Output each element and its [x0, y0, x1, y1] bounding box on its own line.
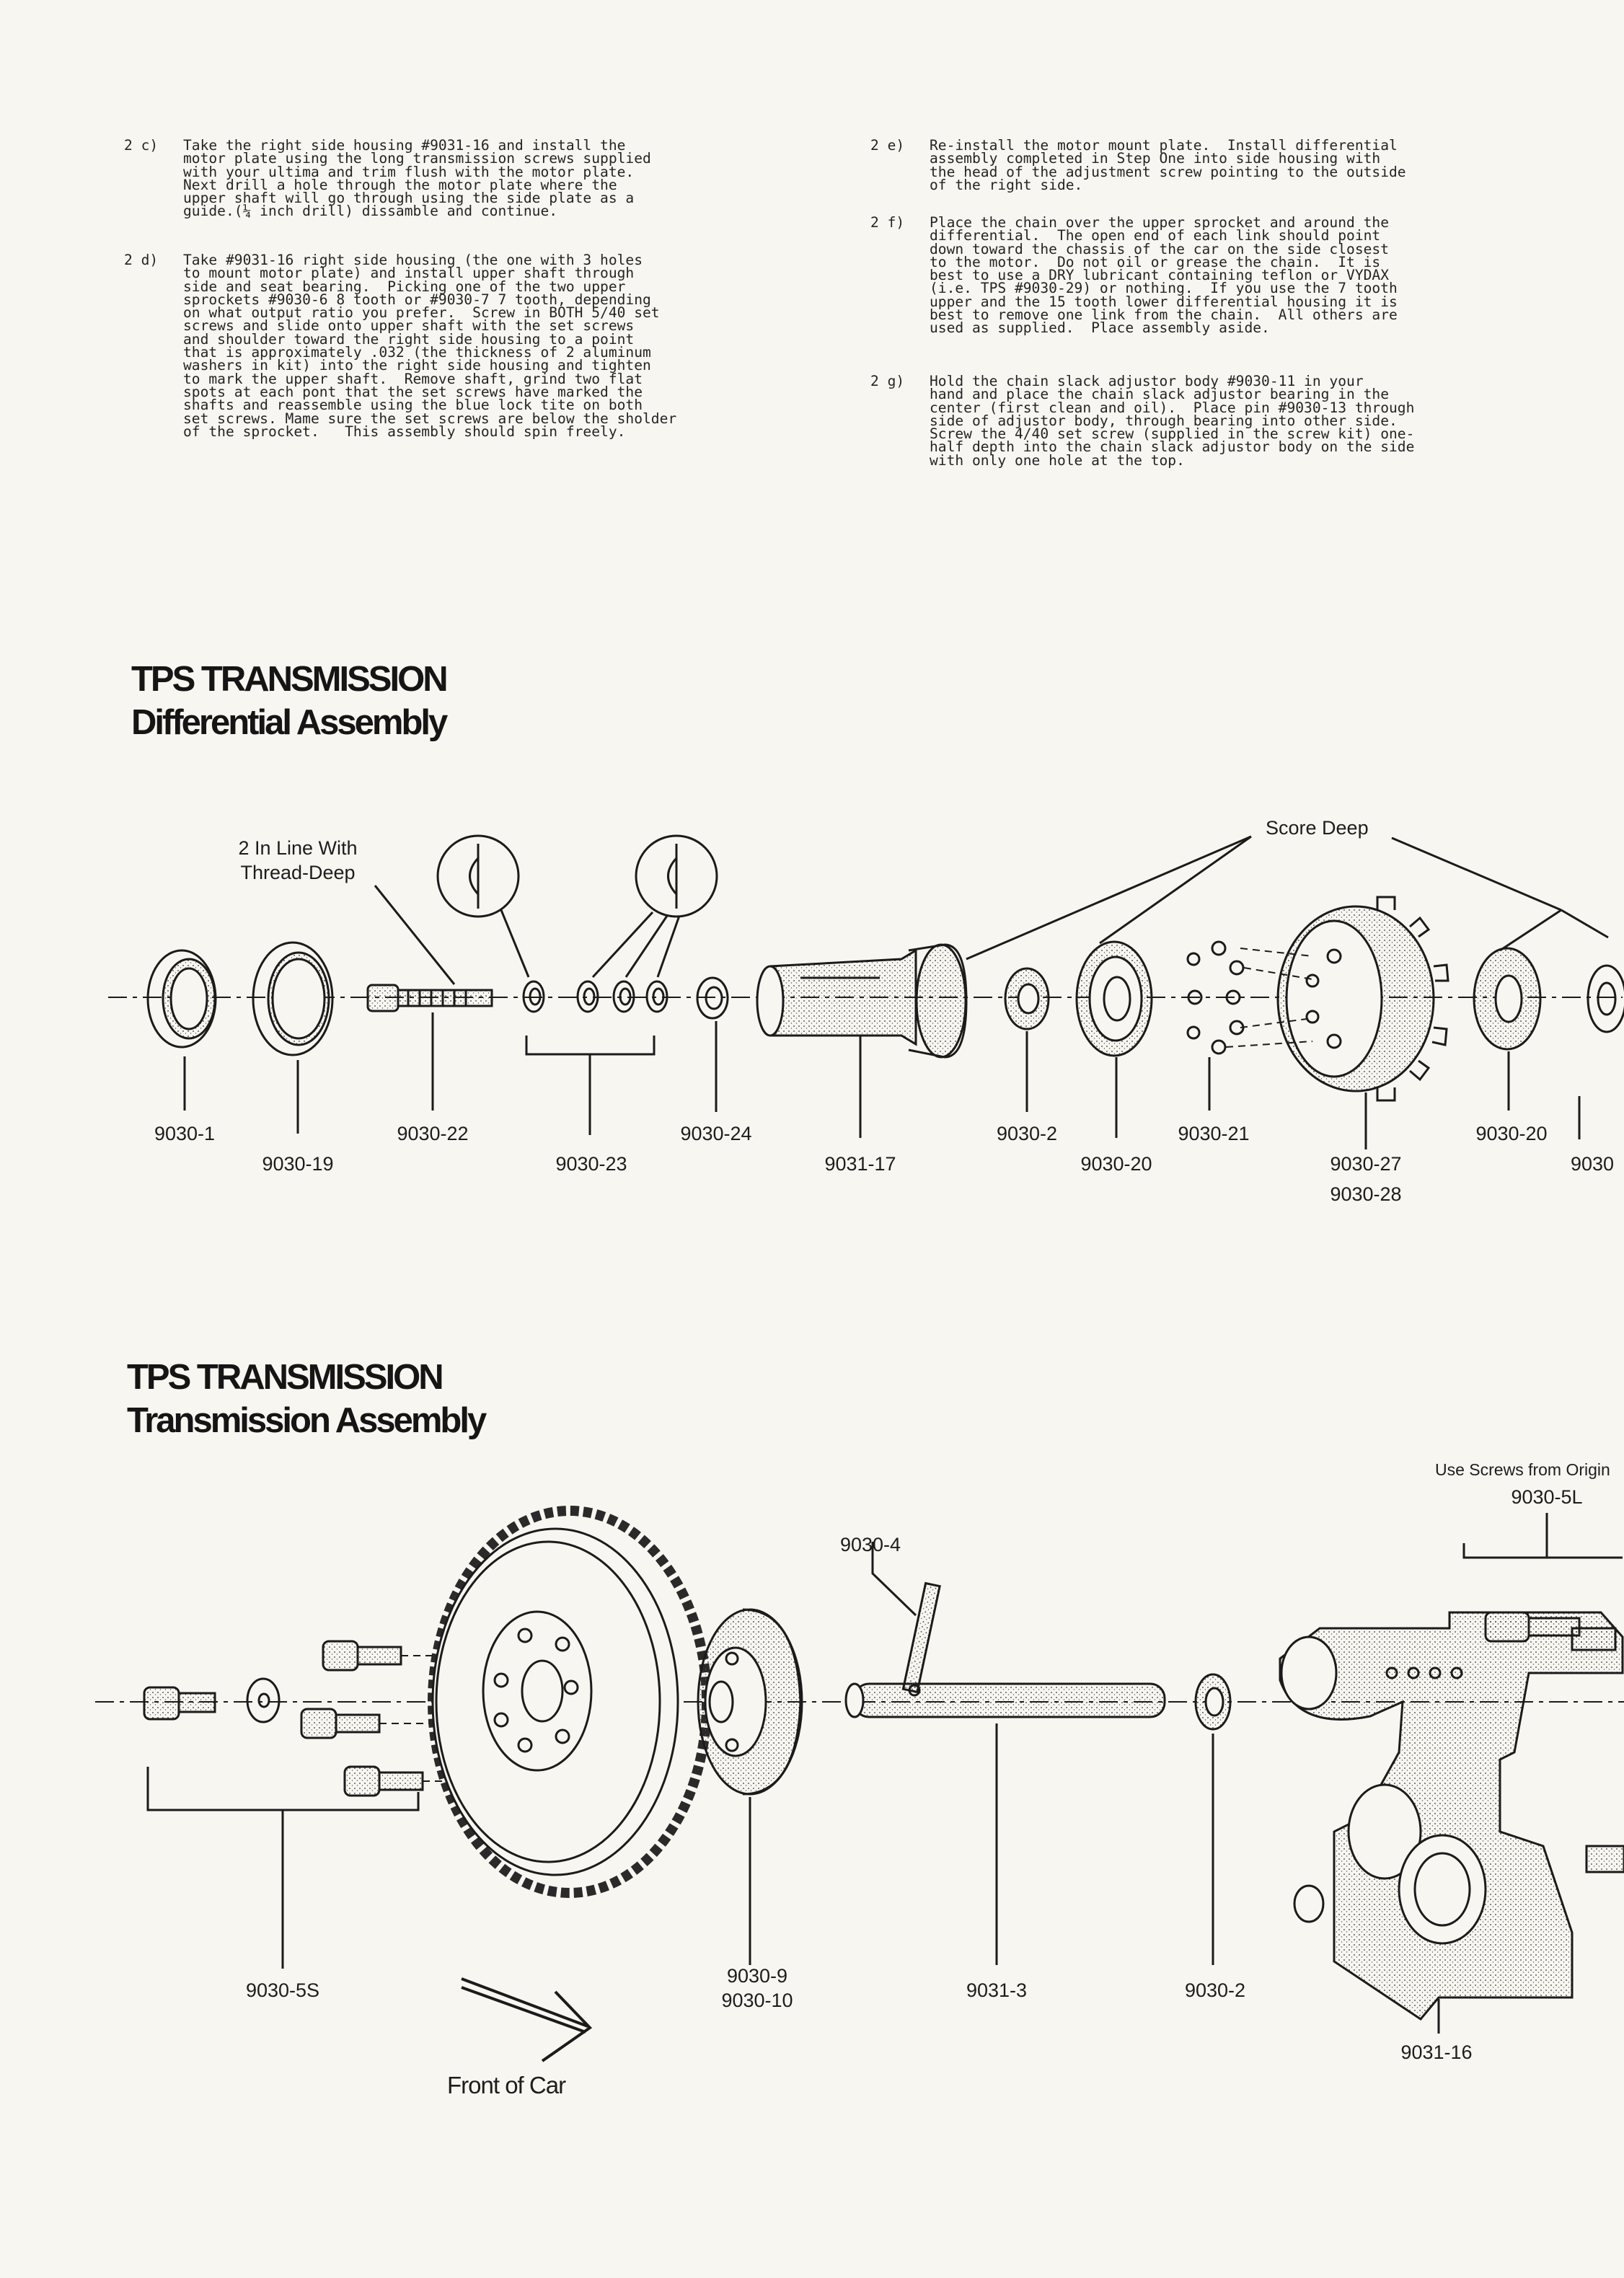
part-9031-3-shaft [844, 1682, 1166, 1718]
part-9031-17-shaft [756, 943, 968, 1059]
part-label: 9030-5S [245, 1979, 320, 2001]
part-label: 9030-4 [839, 1534, 901, 1555]
part-label: 9030-2 [996, 1123, 1058, 1144]
part-label: 9030-28 [1330, 1183, 1402, 1205]
part-label: 9030-21 [1178, 1123, 1250, 1144]
front-of-car-arrow-icon [461, 1977, 593, 2062]
part-9030-20-washer-right [1473, 947, 1542, 1051]
part-9030-1-bearing [146, 949, 217, 1049]
part-9030-2-bearing-trans [1194, 1673, 1232, 1731]
part-label: 9030-27 [1330, 1153, 1402, 1175]
step-2c-label: 2 c) [124, 137, 159, 154]
step-2f-label: 2 f) [870, 214, 905, 231]
step-2c-text: Take the right side housing #9031-16 and… [183, 137, 651, 220]
part-label: 9030-24 [680, 1123, 752, 1144]
part-label: 9030-10 [721, 1990, 793, 2011]
transmission-title-line2: Transmission Assembly [127, 1401, 487, 1440]
part-9031-16-housing [1279, 1611, 1624, 2021]
note-thread-deep-line2: Thread-Deep [240, 862, 356, 883]
differential-title-line1: TPS TRANSMISSION [131, 660, 449, 699]
part-9030-22-screw [366, 984, 493, 1012]
part-9030-27-sprocket-housing [1225, 896, 1449, 1102]
part-9030-4-pin [901, 1581, 941, 1694]
note-thread-deep-line1: 2 In Line With [238, 837, 358, 859]
differential-title-line2: Differential Assembly [131, 703, 448, 742]
detail-callouts [436, 834, 718, 979]
part-label-partial: 9030 [1571, 1153, 1615, 1175]
part-9030-24-bushing [696, 976, 729, 1020]
step-2g-text: Hold the chain slack adjustor body #9030… [930, 373, 1415, 469]
part-9030-19-spacer [252, 941, 334, 1056]
part-label: 9031-16 [1400, 2041, 1473, 2063]
part-spur-gear [428, 1506, 712, 1898]
step-2e-text: Re-install the motor mount plate. Instal… [930, 137, 1406, 193]
step-2d-text: Take #9031-16 right side housing (the on… [183, 252, 677, 440]
part-label: 9030-19 [262, 1153, 334, 1175]
part-9030-20-washer [1075, 940, 1153, 1057]
part-label: 9031-3 [966, 1979, 1028, 2001]
part-label: 9030-22 [397, 1123, 469, 1144]
part-label: 9030-20 [1475, 1123, 1548, 1144]
part-9030-21-balls [1186, 940, 1245, 1055]
note-use-screws: Use Screws from Origin [1435, 1460, 1610, 1479]
front-of-car-label: Front of Car [447, 2072, 566, 2098]
part-label: 9030-9 [726, 1965, 788, 1987]
part-9030-5s-screws [143, 1640, 490, 1797]
part-9030-2-bearing [1004, 967, 1050, 1030]
transmission-title-line1: TPS TRANSMISSION [127, 1358, 444, 1397]
part-partial-right [1587, 964, 1624, 1033]
part-label: 9030-2 [1184, 1979, 1246, 2001]
part-9030-23-washers [522, 980, 668, 1013]
part-label: 9030-23 [555, 1153, 627, 1175]
part-label: 9030-5L [1511, 1486, 1583, 1508]
part-label: 9030-20 [1080, 1153, 1152, 1175]
part-label: 9030-1 [154, 1123, 216, 1144]
note-score-deep: Score Deep [1266, 817, 1369, 839]
step-2f-text: Place the chain over the upper sprocket … [930, 214, 1398, 337]
step-2e-label: 2 e) [870, 137, 905, 154]
part-label: 9031-17 [824, 1153, 896, 1175]
step-2d-label: 2 d) [124, 252, 159, 268]
step-2g-label: 2 g) [870, 373, 905, 389]
part-9030-9-hub [697, 1608, 803, 1796]
